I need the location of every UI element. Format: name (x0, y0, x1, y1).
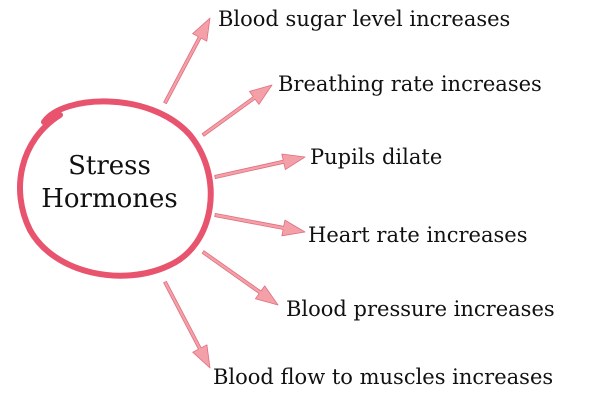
effect-heart-rate: Heart rate increases (308, 223, 528, 247)
arrow-blood-pressure (201, 250, 279, 306)
arrow-breathing-rate (201, 84, 273, 137)
effect-pupils: Pupils dilate (310, 145, 443, 169)
arrow-heart-rate (214, 212, 306, 237)
hormone-circle (17, 98, 214, 279)
arrow-blood-sugar (163, 17, 211, 105)
effect-blood-pressure: Blood pressure increases (286, 297, 555, 321)
effect-blood-flow: Blood flow to muscles increases (213, 365, 554, 389)
arrow-pupils (214, 153, 306, 180)
effect-breathing-rate: Breathing rate increases (278, 72, 542, 96)
center-label-line-1: Stress (68, 151, 151, 181)
arrow-blood-flow (163, 280, 211, 369)
center-label-line-2: Hormones (41, 184, 178, 214)
effect-blood-sugar: Blood sugar level increases (218, 7, 511, 31)
center-label: Stress Hormones (22, 150, 197, 216)
